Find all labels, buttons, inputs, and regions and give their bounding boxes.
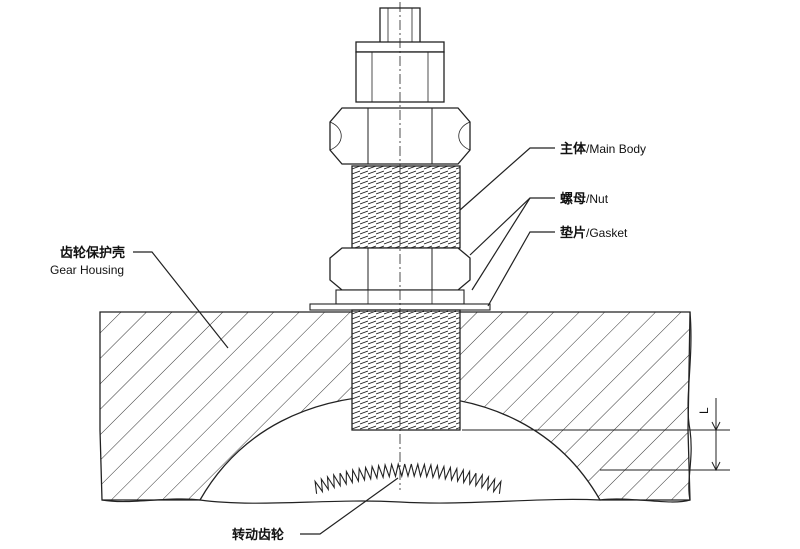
dimension-L-label: L bbox=[697, 407, 711, 414]
labels: 主体/Main Body 螺母/Nut 垫片/Gasket 齿轮保护壳 Gear… bbox=[50, 141, 646, 543]
label-gear-housing-cn: 齿轮保护壳 bbox=[60, 245, 125, 261]
gear-housing-bottom-edge bbox=[101, 498, 691, 503]
rotating-gear bbox=[314, 462, 502, 494]
sensor-body bbox=[309, 2, 491, 490]
label-rotating-gear: 转动齿轮 bbox=[232, 527, 284, 543]
dimension-L: L bbox=[462, 398, 730, 472]
gear-cavity-edge bbox=[199, 498, 601, 504]
gear-teeth bbox=[314, 462, 502, 494]
sensor-thread-lower bbox=[351, 309, 461, 431]
label-nut: 螺母/Nut bbox=[560, 191, 609, 207]
label-gasket: 垫片/Gasket bbox=[560, 225, 628, 241]
sensor-thread-upper bbox=[351, 165, 461, 249]
label-gear-housing-en: Gear Housing bbox=[50, 263, 124, 277]
leader-lines bbox=[133, 147, 555, 535]
label-main-body: 主体/Main Body bbox=[560, 141, 646, 157]
